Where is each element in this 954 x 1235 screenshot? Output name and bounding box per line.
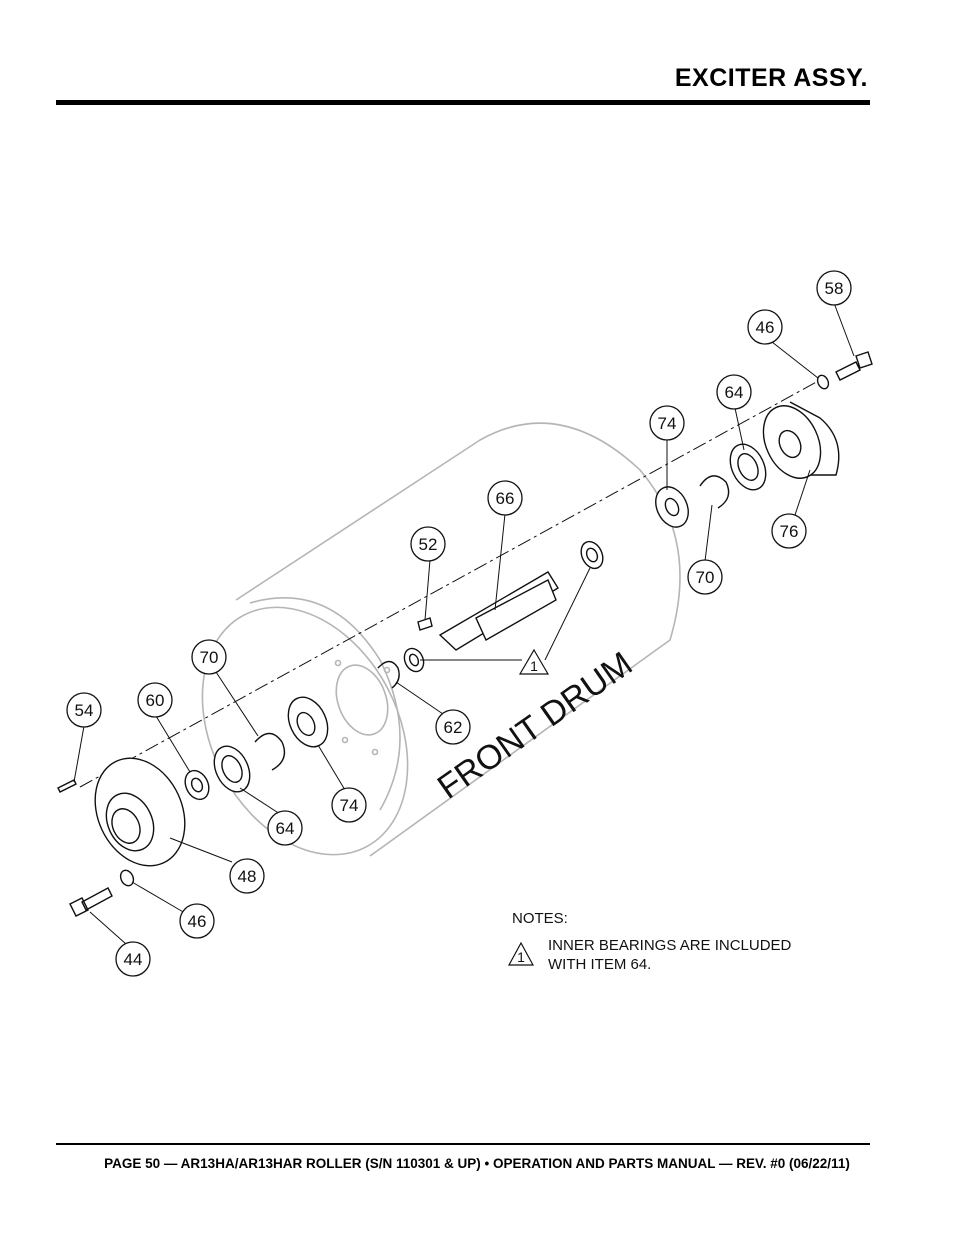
inner-bearing-part [403, 647, 425, 673]
inner-bearing-part [580, 540, 604, 570]
set-screw-part [57, 779, 77, 793]
svg-text:62: 62 [444, 718, 463, 737]
callout-60: 60 [137, 682, 173, 718]
svg-text:46: 46 [756, 318, 775, 337]
callout-62: 62 [435, 709, 471, 745]
spacer-part [655, 486, 689, 528]
svg-text:70: 70 [200, 648, 219, 667]
callout-70: 70 [191, 639, 227, 675]
callout-46: 46 [179, 903, 215, 939]
key-part [417, 617, 433, 631]
svg-text:66: 66 [496, 489, 515, 508]
callout-54: 54 [66, 692, 102, 728]
svg-text:70: 70 [696, 568, 715, 587]
callout-52: 52 [410, 526, 446, 562]
svg-text:58: 58 [825, 279, 844, 298]
note-1-line-1: INNER BEARINGS ARE INCLUDED [548, 937, 792, 954]
housing-part [762, 401, 840, 479]
note-1-text: INNER BEARINGS ARE INCLUDED WITH ITEM 64… [548, 936, 848, 974]
note-1-line-2: WITH ITEM 64. [548, 956, 652, 973]
seal-part [184, 769, 210, 801]
svg-text:44: 44 [124, 950, 143, 969]
bearing-part [213, 745, 251, 793]
footer-rule [56, 1143, 870, 1145]
svg-text:48: 48 [238, 867, 257, 886]
callout-76: 76 [771, 513, 807, 549]
svg-text:54: 54 [75, 701, 94, 720]
spacer-part [287, 696, 329, 748]
center-axis [79, 379, 821, 788]
snap-ring-part [699, 475, 730, 509]
callout-48: 48 [229, 858, 265, 894]
callout-70: 70 [687, 559, 723, 595]
callout-64: 64 [716, 374, 752, 410]
svg-text:1: 1 [517, 949, 525, 965]
svg-text:1: 1 [530, 658, 538, 674]
washer-part [119, 869, 135, 887]
header-rule [56, 100, 870, 105]
svg-text:60: 60 [146, 691, 165, 710]
washer-part [816, 374, 830, 390]
page-footer: PAGE 50 — AR13HA/AR13HAR ROLLER (S/N 110… [104, 1156, 850, 1171]
svg-text:46: 46 [188, 912, 207, 931]
svg-text:52: 52 [419, 535, 438, 554]
svg-text:64: 64 [276, 819, 295, 838]
front-drum-outline [201, 422, 681, 857]
snap-ring-part [254, 732, 286, 771]
note-1-triangle: 1 [518, 648, 550, 675]
callout-44: 44 [115, 941, 151, 977]
callout-46: 46 [747, 309, 783, 345]
callout-74: 74 [649, 405, 685, 441]
note-1-marker: 1 [508, 941, 534, 966]
bearing-part [729, 443, 767, 491]
bolt-part [835, 351, 873, 381]
svg-text:64: 64 [725, 383, 744, 402]
flange-housing-part [94, 757, 186, 867]
callout-74: 74 [331, 787, 367, 823]
svg-text:76: 76 [780, 522, 799, 541]
callout-58: 58 [816, 270, 852, 306]
svg-text:74: 74 [658, 414, 677, 433]
svg-text:74: 74 [340, 796, 359, 815]
eccentric-weight-part [475, 579, 557, 641]
page-title: EXCITER ASSY. [674, 64, 868, 92]
bolt-part [69, 887, 113, 917]
callout-leaders [73, 302, 855, 945]
callout-66: 66 [487, 480, 523, 516]
notes-heading: NOTES: [512, 910, 568, 927]
callout-64: 64 [267, 810, 303, 846]
